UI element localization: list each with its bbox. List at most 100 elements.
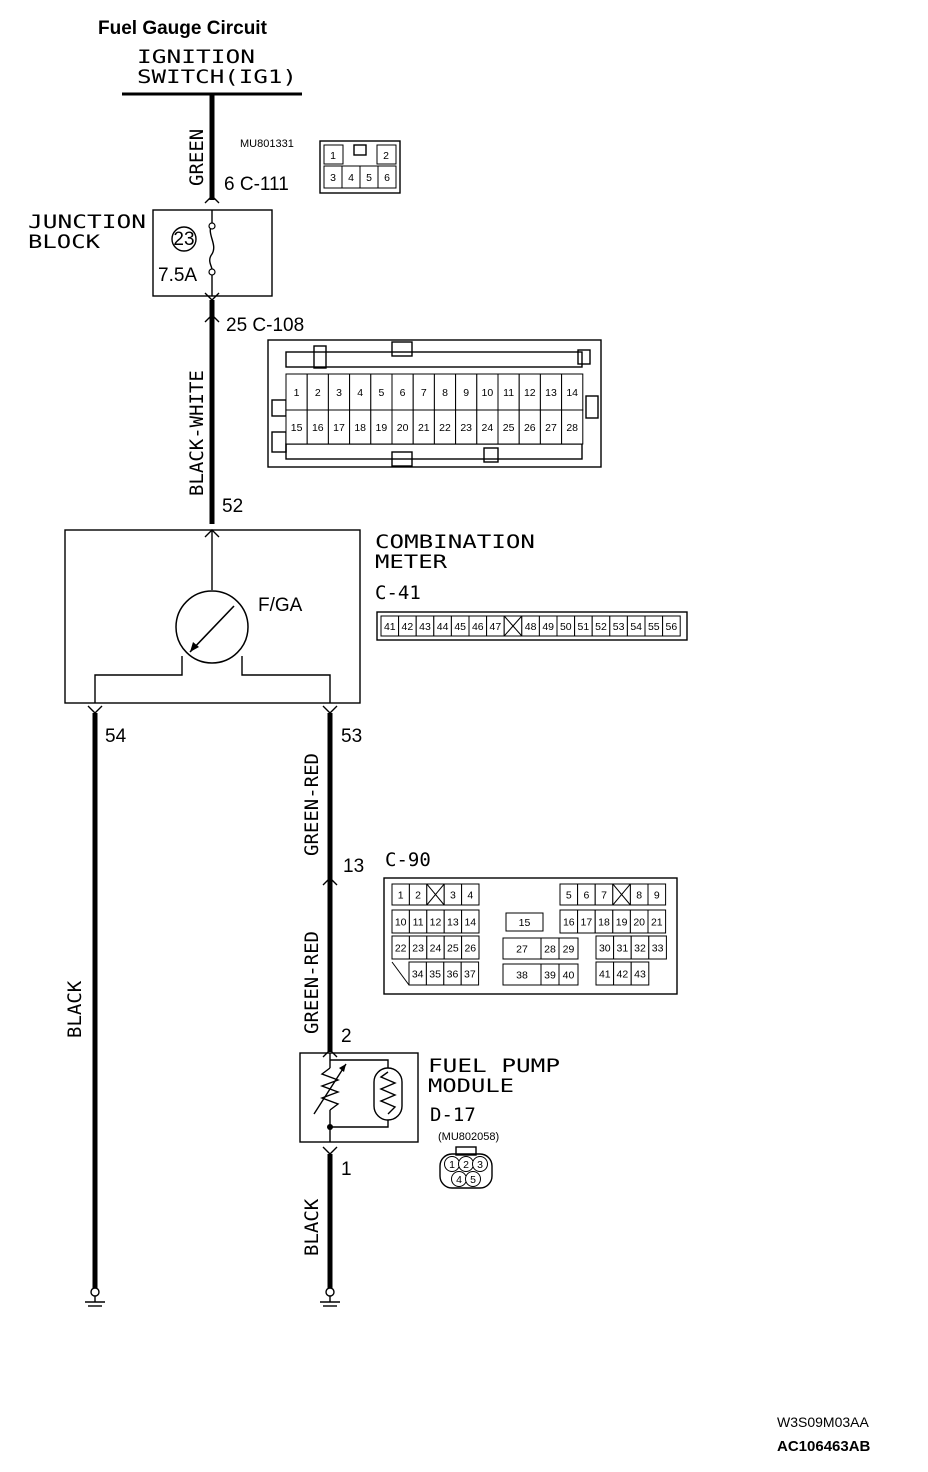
c108-pin: 2 [315,387,321,399]
c90-pin: 26 [464,943,476,955]
d17-pin: 1 [449,1159,455,1171]
connector-arrow-c108 [204,314,220,323]
c108-pin: 23 [460,422,472,434]
c90-pin: 20 [633,917,645,929]
c90-pin: 19 [616,917,628,929]
diagram-title: Fuel Gauge Circuit [98,18,268,39]
terminal-meter-54: 54 [105,726,127,747]
c41-pin: 52 [595,621,607,633]
c90-pin: 11 [413,917,424,929]
fuse-number-circle [171,226,197,252]
wire-label-green: GREEN [186,129,208,186]
c108-pin: 26 [524,422,536,434]
terminal-pump-2: 2 [341,1026,352,1047]
c108-pin: 9 [463,387,469,399]
fuel-pump-label-line1: FUEL PUMP [428,1055,560,1077]
wire-label-black-right: BLACK [301,1198,323,1256]
c90-pin: 25 [447,943,459,955]
c111-pin: 3 [330,172,336,184]
c90-pin: 27 [516,944,528,956]
c108-pin: 1 [294,387,300,399]
c41-pin: 55 [648,621,660,633]
c90-pin: 28 [544,944,556,956]
fuel-pump-module-box [299,1052,419,1143]
c90-pin: 40 [563,970,575,982]
c108-pin: 27 [545,422,557,434]
c41-pin: 49 [542,621,554,633]
c111-pin: 4 [348,172,354,184]
c108-pin: 10 [482,387,494,399]
c41-pin: 41 [384,621,396,633]
c41-pin: 44 [437,621,449,633]
connector-arrow-pump-in [322,1049,338,1058]
c41-pin: 48 [525,621,537,633]
wire-label-black-left: BLACK [64,980,86,1038]
c41-pin: 50 [560,621,572,633]
c90-pin: 16 [563,917,575,929]
c90-pin: 18 [598,917,610,929]
connector-d17-face: 1 2 3 4 5 [439,1146,493,1189]
c90-pin: 2 [415,890,421,902]
combination-meter-label-line1: COMBINATION [375,531,535,553]
c90-pin: 41 [599,969,611,981]
c108-pin: 28 [566,422,578,434]
d17-pin: 4 [456,1174,462,1186]
c90-pin: 42 [617,969,629,981]
c90-pin: 37 [464,969,476,981]
c90-pin: 9 [654,890,660,902]
c108-pin: 11 [503,387,514,399]
c90-pin: 8 [636,890,642,902]
wire-label-black-white: BLACK-WHITE [186,370,208,496]
c108-pin: 18 [354,422,366,434]
c108-pin: 16 [312,422,324,434]
c108-pin: 5 [378,387,384,399]
c108-pin: 8 [442,387,448,399]
c90-pin: 7 [601,890,607,902]
connector-arrow-pump-out [322,1146,338,1155]
ignition-switch-label-line1: IGNITION [137,46,255,68]
combination-meter-label-line2: METER [375,551,448,573]
c90-pin: 23 [412,943,424,955]
c108-pin: 12 [524,387,536,399]
d17-pin: 3 [477,1159,483,1171]
connector-c41-face [376,611,688,641]
ground-symbol-left [85,1287,105,1307]
wire-label-green-red-lower: GREEN-RED [301,931,323,1034]
junction-block-label-line2: BLOCK [28,231,101,253]
c90-pin: 1 [398,890,404,902]
connector-arrow-c90 [322,877,338,886]
c111-part-number: MU801331 [240,138,294,150]
c41-pin: 56 [666,621,678,633]
c41-pin: 42 [402,621,414,633]
terminal-meter-53: 53 [341,726,362,747]
c90-pin: 21 [651,917,663,929]
d17-part-number: (MU802058) [438,1131,499,1143]
c41-pin: 54 [630,621,642,633]
c90-pin: 24 [430,943,442,955]
terminal-c111-label: 6 C-111 [224,174,289,195]
fuse-symbol [208,210,216,296]
c108-pin: 17 [333,422,345,434]
c111-pin: 2 [383,150,389,162]
c108-pin: 14 [566,387,578,399]
c108-pin: 7 [421,387,427,399]
connector-arrow-c111 [204,195,220,204]
c90-pin: 12 [430,917,442,929]
connector-arrow-54 [87,705,103,714]
fuel-pump-connector: D-17 [430,1104,476,1126]
footer-code-2: AC106463AB [777,1438,871,1455]
c90-pin: 38 [516,970,528,982]
ground-symbol-right [320,1287,340,1307]
c90-pin: 32 [634,943,646,955]
d17-pin: 2 [463,1159,469,1171]
terminal-c90: 13 [343,856,364,877]
c90-pin: 17 [581,917,593,929]
meter-internal-left [94,656,183,703]
sender-variable-resistor [313,1053,347,1142]
c90-pin: 35 [429,969,441,981]
connector-arrow-53 [322,705,338,714]
